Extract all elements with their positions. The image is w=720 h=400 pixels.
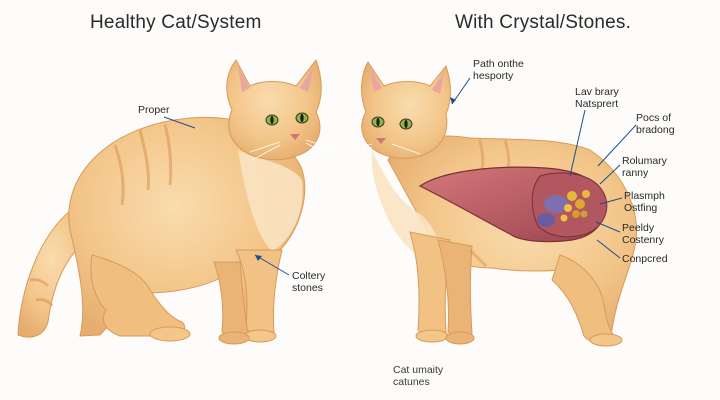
arrow-heads — [255, 97, 456, 261]
label-pocs-line1: Pocs of — [636, 112, 672, 124]
affected-cat-paw-3 — [589, 333, 623, 347]
label-pocs-line2: bradong — [636, 124, 675, 136]
affected-cat-paw — [415, 329, 449, 343]
label-compred: Conpcred — [622, 253, 668, 265]
label-peeldy-line2: Costenry — [622, 234, 665, 246]
label-compred-text: Conpcred — [622, 253, 668, 265]
leader-line-plasmph — [599, 197, 623, 205]
label-callery-stones: Coltery stones — [292, 270, 325, 294]
healthy-cat-paw — [149, 326, 191, 342]
leader-line-pocs — [597, 124, 637, 167]
label-path-line1: Path onthe — [473, 58, 524, 70]
title-with-stones: With Crystal/Stones. — [455, 12, 632, 33]
affected-cat-crystals — [560, 190, 590, 222]
affected-cat-head — [361, 61, 451, 159]
healthy-cat-stripes — [29, 123, 173, 307]
label-lav-line1: Lav brary — [575, 86, 619, 98]
bottom-caption: Cat umaity catunes — [393, 364, 443, 388]
label-proper-text: Proper — [138, 104, 170, 116]
bottom-caption-line1: Cat umaity — [393, 364, 444, 376]
label-callery-line1: Coltery — [292, 270, 326, 282]
affected-cat-paw-2 — [445, 331, 475, 345]
affected-cat-whiskers — [343, 143, 421, 161]
healthy-cat-ear-inner-2 — [300, 66, 314, 92]
healthy-cat-chest — [238, 150, 303, 252]
label-path-line2: hesporty — [473, 70, 514, 82]
leader-line-rolumary — [599, 164, 621, 185]
title-healthy: Healthy Cat/System — [90, 12, 262, 33]
leader-line-callery — [254, 254, 290, 276]
label-rolumary-line2: ranny — [622, 167, 649, 179]
label-peeldy-line1: Peeldy — [622, 222, 655, 234]
label-plasmph: Plasmph Ostfing — [624, 190, 665, 214]
affected-cat-nose — [376, 138, 386, 144]
label-plasmph-line2: Ostfing — [624, 202, 658, 214]
healthy-cat-whiskers — [249, 139, 337, 161]
healthy-cat-ear-inner — [238, 66, 250, 92]
label-callery-line2: stones — [292, 282, 323, 294]
label-proper: Proper — [138, 104, 170, 116]
affected-cat-stone-2 — [537, 213, 555, 227]
healthy-cat — [17, 58, 337, 345]
leader-line-proper — [163, 116, 196, 129]
healthy-cat-paw-3 — [218, 331, 250, 345]
affected-cat-ear-inner — [370, 68, 382, 92]
affected-cat-ear-inner-2 — [432, 72, 444, 94]
label-rolumary: Rolumary ranny — [622, 155, 667, 179]
label-lav: Lav brary Natsprert — [575, 86, 619, 110]
leader-lines — [163, 77, 637, 276]
label-plasmph-line1: Plasmph — [624, 190, 665, 202]
affected-cat-stone — [544, 195, 568, 213]
label-rolumary-line1: Rolumary — [622, 155, 667, 167]
bottom-caption-line2: catunes — [393, 376, 430, 388]
affected-cat — [343, 61, 638, 347]
leader-line-peeldy — [595, 221, 621, 233]
leader-line-lav — [569, 109, 586, 177]
healthy-cat-nose — [290, 134, 300, 140]
label-peeldy: Peeldy Costenry — [622, 222, 664, 246]
label-pocs: Pocs of bradong — [636, 112, 675, 136]
label-path: Path onthe hesporty — [473, 58, 524, 82]
label-lav-line2: Natsprert — [575, 98, 619, 110]
leader-line-compred — [596, 239, 621, 259]
